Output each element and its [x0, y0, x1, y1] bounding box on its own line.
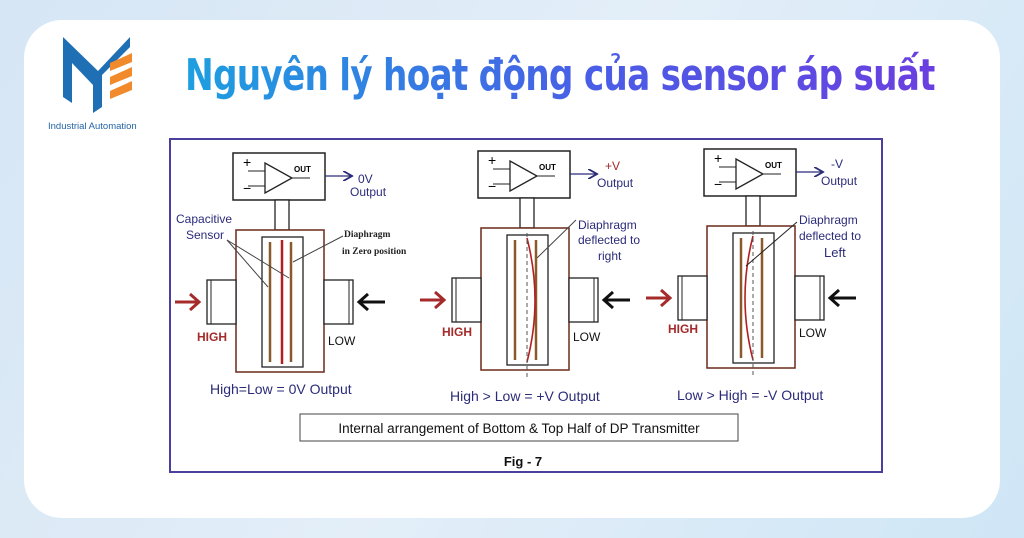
output-value: 0V: [358, 172, 373, 186]
minus-sign: −: [488, 178, 496, 194]
panel-positive: OUT + − +V Output Diaphragm deflected to…: [420, 151, 640, 404]
low-label: LOW: [328, 334, 356, 348]
capacitive-sensor-label-2: Sensor: [186, 228, 224, 242]
capacitive-sensor-label: Capacitive: [176, 212, 232, 226]
diaphragm-label: Diaphragm: [799, 213, 858, 227]
mte-logo: [63, 37, 132, 113]
diaphragm-label-2: deflected to: [578, 233, 640, 247]
arrangement-caption: Internal arrangement of Bottom & Top Hal…: [338, 421, 700, 436]
caption-box: [299, 413, 739, 442]
high-label: HIGH: [197, 330, 227, 344]
diaphragm-label-2: deflected to: [799, 229, 861, 243]
diaphragm-label-2: in Zero position: [342, 247, 407, 257]
low-label: LOW: [799, 326, 827, 340]
page-title: Nguyên lý hoạt động của sensor áp suất: [185, 50, 936, 101]
figure-label: Fig - 7: [504, 454, 542, 469]
diagram-frame: [169, 138, 883, 473]
output-value: -V: [831, 157, 843, 171]
diaphragm-label-3: Left: [824, 245, 846, 260]
plus-sign: +: [243, 154, 251, 170]
diaphragm-label: Diaphragm: [578, 218, 637, 232]
opamp-out-label: OUT: [294, 165, 311, 174]
diaphragm-label-3: right: [598, 249, 622, 263]
minus-sign: −: [243, 180, 251, 196]
diaphragm: [526, 237, 536, 363]
opamp-out-label: OUT: [765, 161, 782, 170]
high-label: HIGH: [668, 322, 698, 336]
panel-caption: Low > High = -V Output: [677, 387, 823, 403]
output-label: Output: [350, 185, 387, 199]
diaphragm-label: Diaphragm: [344, 230, 391, 240]
panel-negative: OUT + − -V Output Diaphragm deflected to…: [646, 149, 861, 403]
minus-sign: −: [714, 176, 722, 192]
opamp-out-label: OUT: [539, 163, 556, 172]
high-label: HIGH: [442, 325, 472, 339]
panel-caption: High > Low = +V Output: [450, 388, 600, 404]
panel-caption: High=Low = 0V Output: [210, 381, 352, 397]
output-label: Output: [597, 176, 634, 190]
output-value: +V: [605, 159, 620, 173]
low-label: LOW: [573, 330, 601, 344]
diaphragm: [744, 235, 754, 361]
logo-tagline: Industrial Automation: [48, 121, 137, 132]
plus-sign: +: [488, 152, 496, 168]
output-label: Output: [821, 174, 858, 188]
plus-sign: +: [714, 150, 722, 166]
panel-zero: OUT + − 0V Output Capacitive Sensor Diap…: [175, 153, 407, 397]
